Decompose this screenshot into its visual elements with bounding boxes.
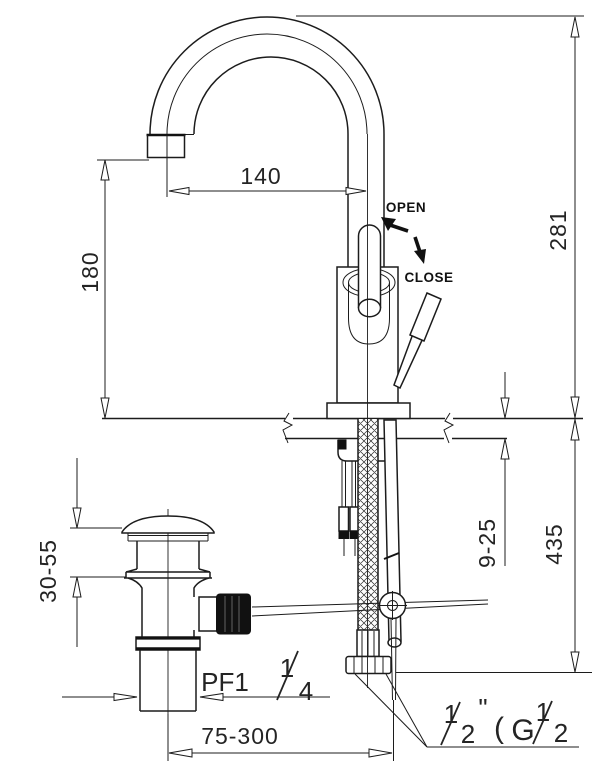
arrowhead <box>113 692 138 702</box>
braided-supply-hose <box>345 419 392 675</box>
drain-neck <box>136 541 200 569</box>
stud-end-left <box>338 506 350 532</box>
base-flange <box>326 402 411 420</box>
arrowhead <box>199 692 224 702</box>
spout-inner-arc <box>193 56 349 135</box>
arrowhead <box>570 419 580 441</box>
break-mark-right <box>443 412 455 444</box>
dim-281-label: 281 <box>545 209 571 250</box>
dim-spout-reach: 140 <box>166 157 367 197</box>
arrowhead <box>570 651 580 673</box>
supply-frac2-numerator: 1 <box>536 697 550 727</box>
nut-facets <box>353 657 384 673</box>
close-arrow-icon <box>413 236 426 264</box>
drain-flange <box>124 568 212 579</box>
dim-overall-height: 281 435 <box>296 15 592 673</box>
dim-30-55-label: 30-55 <box>35 539 61 603</box>
open-arrow-icon <box>381 217 409 233</box>
hose-nut <box>345 655 392 675</box>
stud-threads <box>343 538 356 556</box>
arrowhead <box>72 507 82 529</box>
dim-9-25-label: 9-25 <box>474 518 500 568</box>
dim-popup-rod-span: 75-300 <box>167 700 394 761</box>
dim-180-label: 180 <box>77 251 103 292</box>
dim-outlet-height: 180 <box>77 159 149 419</box>
knurl-lines <box>224 596 240 632</box>
drain-cap-rim <box>127 533 209 542</box>
arrowhead <box>500 397 510 419</box>
ball-joint-center <box>387 600 398 611</box>
drain-seal-band <box>135 636 201 651</box>
pivot-rod-bottom <box>251 603 489 617</box>
hose-end-cap <box>387 637 402 648</box>
countertop-section <box>102 412 583 444</box>
bracket-nut-left <box>337 439 347 450</box>
arrowhead <box>368 748 393 758</box>
gooseneck-spout <box>146 16 385 267</box>
mounting-studs <box>341 461 356 507</box>
supply-frac1-numerator: 1 <box>444 699 458 729</box>
break-mark-left <box>282 412 294 444</box>
rod-port-collar <box>198 596 218 632</box>
arrowhead <box>168 748 193 758</box>
supply-g-mark: G <box>511 714 534 747</box>
supply-paren: ( <box>494 712 504 745</box>
arrowhead <box>100 397 110 419</box>
handle-stem-base <box>357 298 382 318</box>
dim-deck-thickness: 9-25 <box>474 372 510 568</box>
lever-grip <box>409 292 442 342</box>
arrowhead <box>570 16 580 38</box>
arrowhead <box>72 576 82 598</box>
pf-frac-slash <box>276 650 299 701</box>
arrowhead <box>500 438 510 460</box>
dim-140-label: 140 <box>240 163 281 189</box>
drain-body <box>127 577 210 637</box>
arrowhead <box>345 186 367 196</box>
pivot-rod-top <box>251 599 489 608</box>
cartridge-cylinder <box>348 282 390 345</box>
supply-hose-rear <box>383 419 402 648</box>
drain-assembly <box>121 515 251 712</box>
open-label: OPEN <box>386 200 426 215</box>
supply-frac1-slash <box>440 701 461 746</box>
faucet-body <box>326 224 411 420</box>
arrowhead <box>570 396 580 418</box>
dim-popup-travel: 30-55 <box>35 458 126 647</box>
drain-tailpiece <box>139 650 197 712</box>
operation-annotation: OPEN CLOSE <box>381 200 453 285</box>
spout-outer-arc <box>149 16 385 135</box>
arrowhead <box>100 159 110 181</box>
drain-cap <box>121 515 215 534</box>
supply-frac2-denominator: 2 <box>554 718 568 748</box>
supply-quote-mark: " <box>478 693 487 723</box>
supply-frac2-slash <box>532 700 553 745</box>
braid-pattern <box>358 419 378 630</box>
connector-ribs <box>361 631 375 656</box>
pf1-text: PF1 <box>201 667 249 697</box>
spout-highlight-arc <box>166 33 368 135</box>
supply-thread-label: 1 2 " ( G 1 2 <box>354 673 579 749</box>
close-label: CLOSE <box>404 270 453 285</box>
aerator-outlet <box>146 135 186 159</box>
pf-frac-numerator: 1 <box>280 653 294 683</box>
braid-edges <box>357 419 379 630</box>
rod-knurled-nut <box>216 593 251 635</box>
hose-joint-mark <box>383 552 400 560</box>
dim-75-300-label: 75-300 <box>201 723 279 749</box>
popup-linkage <box>251 591 489 701</box>
drain-thread-label: PF1 1 4 <box>62 650 330 706</box>
stud-cap-left <box>338 530 349 539</box>
handle-lever <box>393 292 442 390</box>
dim-435-label: 435 <box>541 523 567 564</box>
supply-frac1-denominator: 2 <box>461 719 475 749</box>
lift-rod-lower <box>390 618 397 701</box>
arrowhead <box>168 186 190 196</box>
handle-stem <box>357 224 382 308</box>
pf-frac-denominator: 4 <box>299 676 313 706</box>
